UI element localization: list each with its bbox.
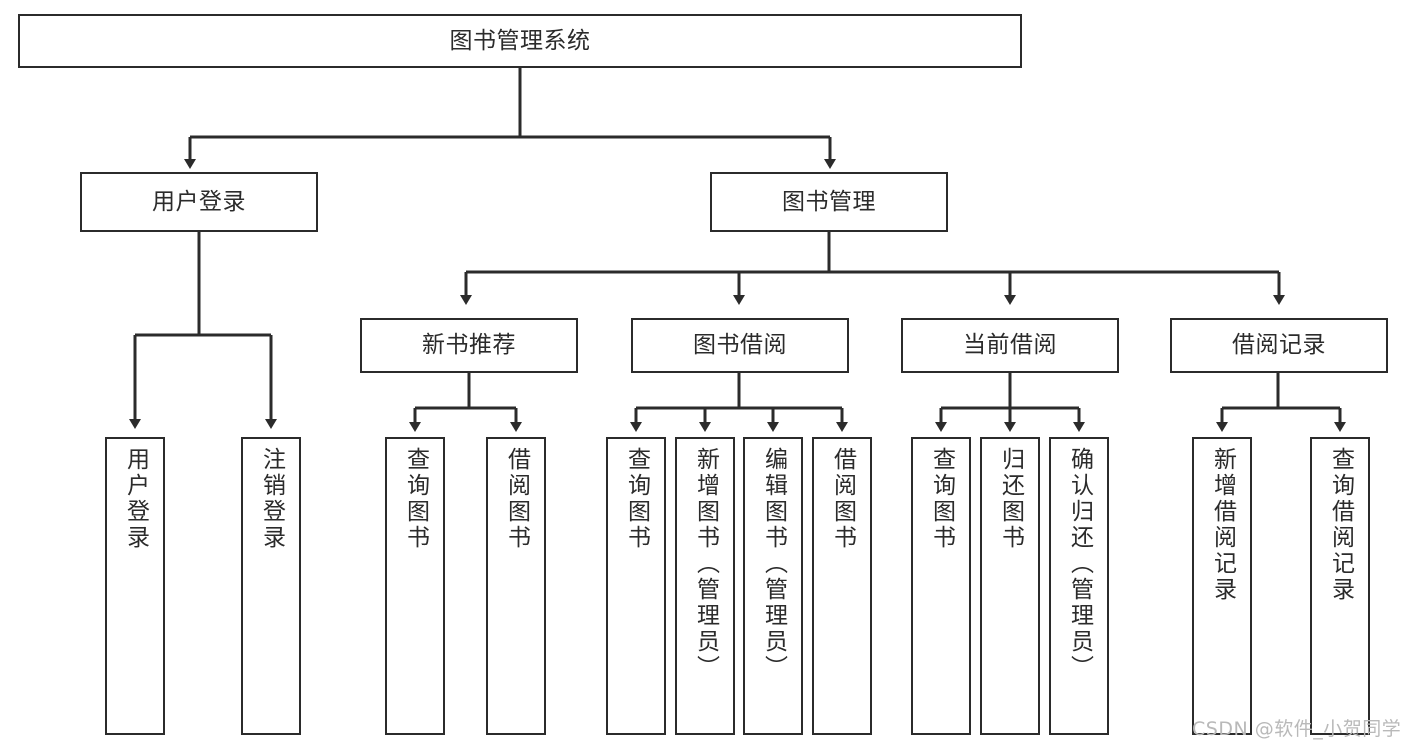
leaf-return-book[interactable]: 归还图书 (980, 437, 1040, 735)
node-label: 图书借阅 (693, 332, 787, 359)
node-label: 用户登录 (122, 447, 149, 551)
node-label: 图书管理 (782, 188, 876, 215)
leaf-logout[interactable]: 注销登录 (241, 437, 301, 735)
node-book-borrow[interactable]: 图书借阅 (631, 318, 849, 373)
node-label: 借阅图书 (829, 447, 856, 551)
node-label: 确认归还（管理员） (1066, 447, 1093, 681)
node-label: 新增图书（管理员） (692, 447, 719, 681)
leaf-query-book-current[interactable]: 查询图书 (911, 437, 971, 735)
node-label: 借阅图书 (503, 447, 530, 551)
node-new-book-recommend[interactable]: 新书推荐 (360, 318, 578, 373)
leaf-borrow-book[interactable]: 借阅图书 (812, 437, 872, 735)
node-book-management[interactable]: 图书管理 (710, 172, 948, 232)
node-label: 用户登录 (152, 188, 246, 215)
node-borrow-record[interactable]: 借阅记录 (1170, 318, 1388, 373)
leaf-query-book-recommend[interactable]: 查询图书 (385, 437, 445, 735)
leaf-edit-book-admin[interactable]: 编辑图书（管理员） (743, 437, 803, 735)
node-label: 查询借阅记录 (1327, 447, 1354, 603)
node-label: 当前借阅 (963, 332, 1057, 359)
leaf-add-book-admin[interactable]: 新增图书（管理员） (675, 437, 735, 735)
node-label: 查询图书 (928, 447, 955, 551)
node-label: 新增借阅记录 (1209, 447, 1236, 603)
node-label: 注销登录 (258, 447, 285, 551)
node-user-login[interactable]: 用户登录 (80, 172, 318, 232)
node-label: 图书管理系统 (449, 27, 591, 54)
node-label: 编辑图书（管理员） (760, 447, 787, 681)
leaf-confirm-return-admin[interactable]: 确认归还（管理员） (1049, 437, 1109, 735)
leaf-query-book-borrow[interactable]: 查询图书 (606, 437, 666, 735)
node-label: 归还图书 (997, 447, 1024, 551)
node-root-book-management-system[interactable]: 图书管理系统 (18, 14, 1022, 68)
node-label: 查询图书 (623, 447, 650, 551)
node-label: 借阅记录 (1232, 332, 1326, 359)
node-label: 查询图书 (402, 447, 429, 551)
leaf-query-borrow-record[interactable]: 查询借阅记录 (1310, 437, 1370, 735)
leaf-borrow-book-recommend[interactable]: 借阅图书 (486, 437, 546, 735)
leaf-add-borrow-record[interactable]: 新增借阅记录 (1192, 437, 1252, 735)
node-label: 新书推荐 (422, 332, 516, 359)
node-current-borrow[interactable]: 当前借阅 (901, 318, 1119, 373)
leaf-user-login[interactable]: 用户登录 (105, 437, 165, 735)
